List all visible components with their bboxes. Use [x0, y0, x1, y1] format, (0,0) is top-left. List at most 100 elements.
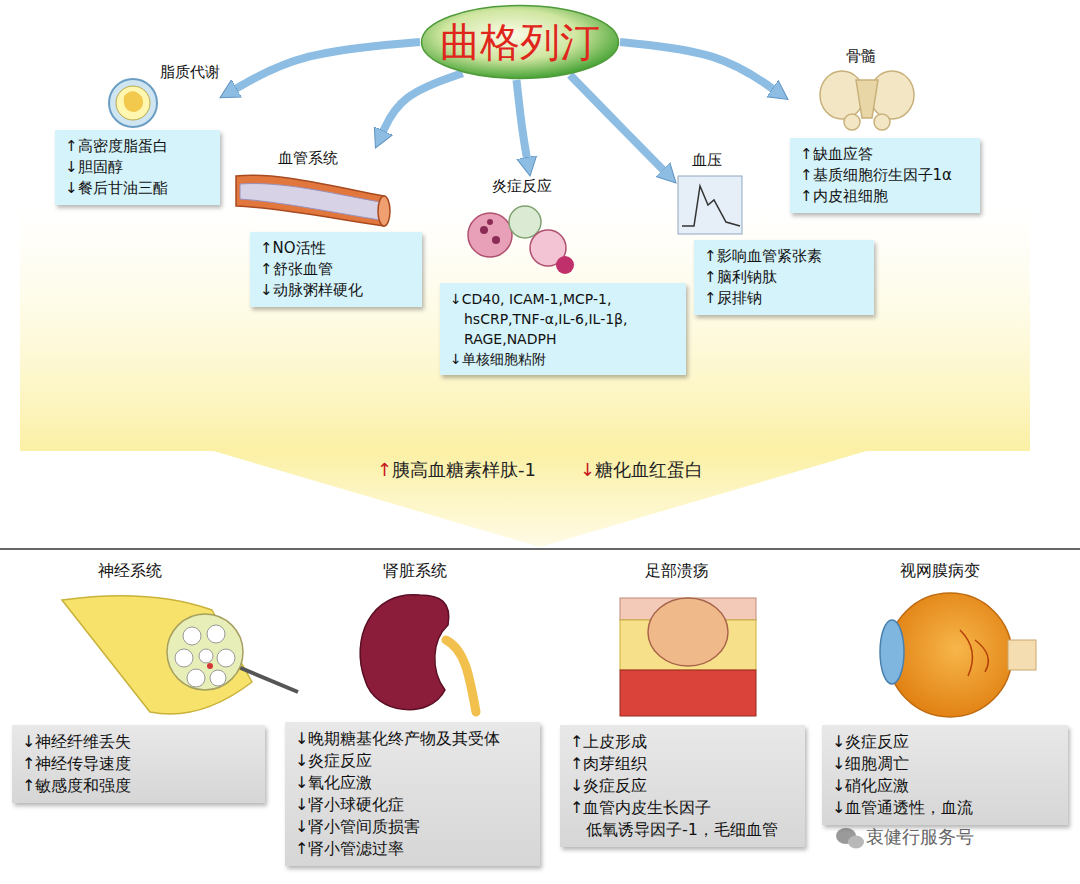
group-heading: 血压	[692, 150, 722, 170]
group-heading: 骨髓	[846, 46, 876, 66]
effect-item: ↓硝化应激	[832, 775, 1058, 797]
cell-icon	[468, 213, 512, 257]
effect-item: ↑缺血应答	[800, 144, 970, 165]
arrow-shape	[210, 450, 870, 548]
complication-group: 足部溃疡 ↑上皮形成↑肉芽组织↓炎症反应↑血管内皮生长因子 低氧诱导因子-1，毛细…	[560, 560, 805, 847]
vessel-icon	[378, 196, 390, 226]
watermark-text: 衷健行服务号	[866, 825, 974, 849]
eye-icon	[1008, 640, 1036, 670]
group-heading: 足部溃疡	[645, 560, 709, 582]
outcome-text: ↑胰高血糖素样肽-1	[377, 458, 536, 482]
cell-icon	[487, 219, 493, 225]
effect-panel: ↓CD40, ICAM-1,MCP-1, hsCRP,TNF-α,IL-6,IL…	[440, 283, 686, 375]
group-heading: 肾脏系统	[383, 560, 447, 582]
group-heading: 血管系统	[278, 148, 338, 168]
cell-icon	[556, 256, 574, 274]
effect-item: ↓CD40, ICAM-1,MCP-1, hsCRP,TNF-α,IL-6,IL…	[450, 289, 676, 349]
group-heading: 炎症反应	[492, 176, 552, 196]
text-holder: 曲格列汀	[420, 4, 620, 80]
outcome-arrow: ↑胰高血糖素样肽-1 ↓糖化血红蛋白	[210, 450, 870, 548]
complication-group: 神经系统 ↓神经纤维丢失↑神经传导速度↑敏感度和强度	[12, 560, 265, 803]
outcome-text: ↓糖化血红蛋白	[580, 458, 703, 482]
effect-item: ↑NO活性	[260, 238, 412, 259]
effect-group: 炎症反应 ↓CD40, ICAM-1,MCP-1, hsCRP,TNF-α,IL-…	[440, 176, 686, 375]
effect-item: ↑舒张血管	[260, 259, 412, 280]
nerve-icon	[187, 669, 205, 687]
group-heading: 神经系统	[98, 560, 162, 582]
cell-icon	[480, 226, 488, 234]
effect-item: ↑内皮祖细胞	[800, 186, 970, 207]
effect-panel: ↓神经纤维丢失↑神经传导速度↑敏感度和强度	[12, 725, 265, 803]
effect-panel: ↑上皮形成↑肉芽组织↓炎症反应↑血管内皮生长因子 低氧诱导因子-1，毛细血管	[560, 725, 805, 847]
effect-item: ↓胆固醇	[65, 157, 210, 178]
effect-item: ↓餐后甘油三酯	[65, 178, 210, 199]
nerve-icon	[210, 670, 226, 686]
nerve-icon	[207, 625, 225, 643]
nerve-icon	[217, 649, 235, 667]
effect-item: ↓氧化应激	[295, 772, 530, 794]
divider-line	[0, 548, 1080, 550]
kidney-icon	[360, 595, 449, 710]
group-heading: 脂质代谢	[160, 62, 220, 82]
effect-item: ↓炎症反应	[295, 750, 530, 772]
text-holder: ↑胰高血糖素样肽-1 ↓糖化血红蛋白	[210, 458, 870, 482]
effect-group: 脂质代谢 ↑高密度脂蛋白↓胆固醇↓餐后甘油三酯	[52, 62, 220, 205]
watermark-icon	[848, 836, 864, 849]
flow-arrow	[517, 80, 528, 161]
drug-ellipse: 曲格列汀	[420, 4, 620, 80]
effect-item: ↓晚期糖基化终产物及其受体	[295, 728, 530, 750]
nerve-icon	[183, 627, 201, 645]
pelvis-icon	[820, 71, 864, 119]
nerve-icon	[175, 649, 193, 667]
effect-item: ↑脑利钠肽	[704, 267, 864, 288]
cell-icon	[492, 236, 500, 244]
effect-item: ↑上皮形成	[570, 731, 795, 753]
effect-item: ↓炎症反应	[832, 731, 1058, 753]
pressure-graph	[678, 176, 742, 234]
nerve-icon	[62, 596, 252, 714]
effect-item: ↓单核细胞粘附	[450, 349, 676, 369]
nerve-icon	[236, 666, 298, 692]
flow-arrow	[570, 75, 665, 172]
effect-panel: ↑高密度脂蛋白↓胆固醇↓餐后甘油三酯	[55, 130, 220, 205]
effect-item: ↑高密度脂蛋白	[65, 136, 210, 157]
pelvis-icon	[844, 114, 860, 130]
effect-item: ↑尿排钠	[704, 288, 864, 309]
effect-panel: ↑NO活性↑舒张血管↓动脉粥样硬化	[250, 232, 422, 307]
ulcer-icon	[620, 670, 756, 716]
effect-item: ↓肾小管间质损害	[295, 816, 530, 838]
effect-panel: ↑影响血管紧张素↑脑利钠肽↑尿排钠	[694, 240, 874, 315]
nerve-icon	[199, 649, 213, 663]
effect-item: ↑肉芽组织	[570, 753, 795, 775]
eye-icon	[888, 593, 1012, 717]
effect-item: ↑肾小管滤过率	[295, 838, 530, 860]
pelvis-icon	[870, 71, 914, 119]
effect-group: 骨髓 ↑缺血应答↑基质细胞衍生因子1α↑内皮祖细胞	[788, 46, 980, 213]
effect-item: ↑基质细胞衍生因子1α	[800, 165, 970, 186]
background-glow	[20, 200, 1030, 451]
lipid-icon	[124, 91, 143, 112]
eye-icon	[880, 620, 904, 684]
effect-item: ↑血管内皮生长因子 低氧诱导因子-1，毛细血管	[570, 797, 795, 841]
flow-arrow	[382, 73, 463, 134]
effect-panel: ↓晚期糖基化终产物及其受体↓炎症反应↓氧化应激↓肾小球硬化症↓肾小管间质损害↑肾…	[285, 722, 540, 866]
pelvis-icon	[856, 80, 878, 118]
pressure-graph	[682, 186, 740, 226]
complication-group: 视网膜病变↓炎症反应↓细胞凋亡↓硝化应激↓血管通透性，血流	[822, 560, 1068, 825]
effect-item: ↓动脉粥样硬化	[260, 280, 412, 301]
ulcer-icon	[648, 598, 728, 666]
arrow-outline	[210, 450, 870, 547]
effect-group: 血管系统 ↑NO活性↑舒张血管↓动脉粥样硬化	[228, 148, 422, 307]
effect-item: ↓神经纤维丢失	[22, 731, 255, 753]
group-heading: 视网膜病变	[900, 560, 980, 582]
drug-name: 曲格列汀	[440, 15, 600, 70]
eye-icon	[960, 630, 988, 676]
lipid-icon	[109, 79, 157, 127]
vessel-icon	[240, 184, 380, 220]
flow-arrow	[620, 42, 776, 91]
pelvis-icon	[874, 114, 890, 130]
cell-icon	[509, 206, 541, 238]
effect-item: ↓血管通透性，血流	[832, 797, 1058, 819]
kidney-icon	[446, 640, 476, 712]
